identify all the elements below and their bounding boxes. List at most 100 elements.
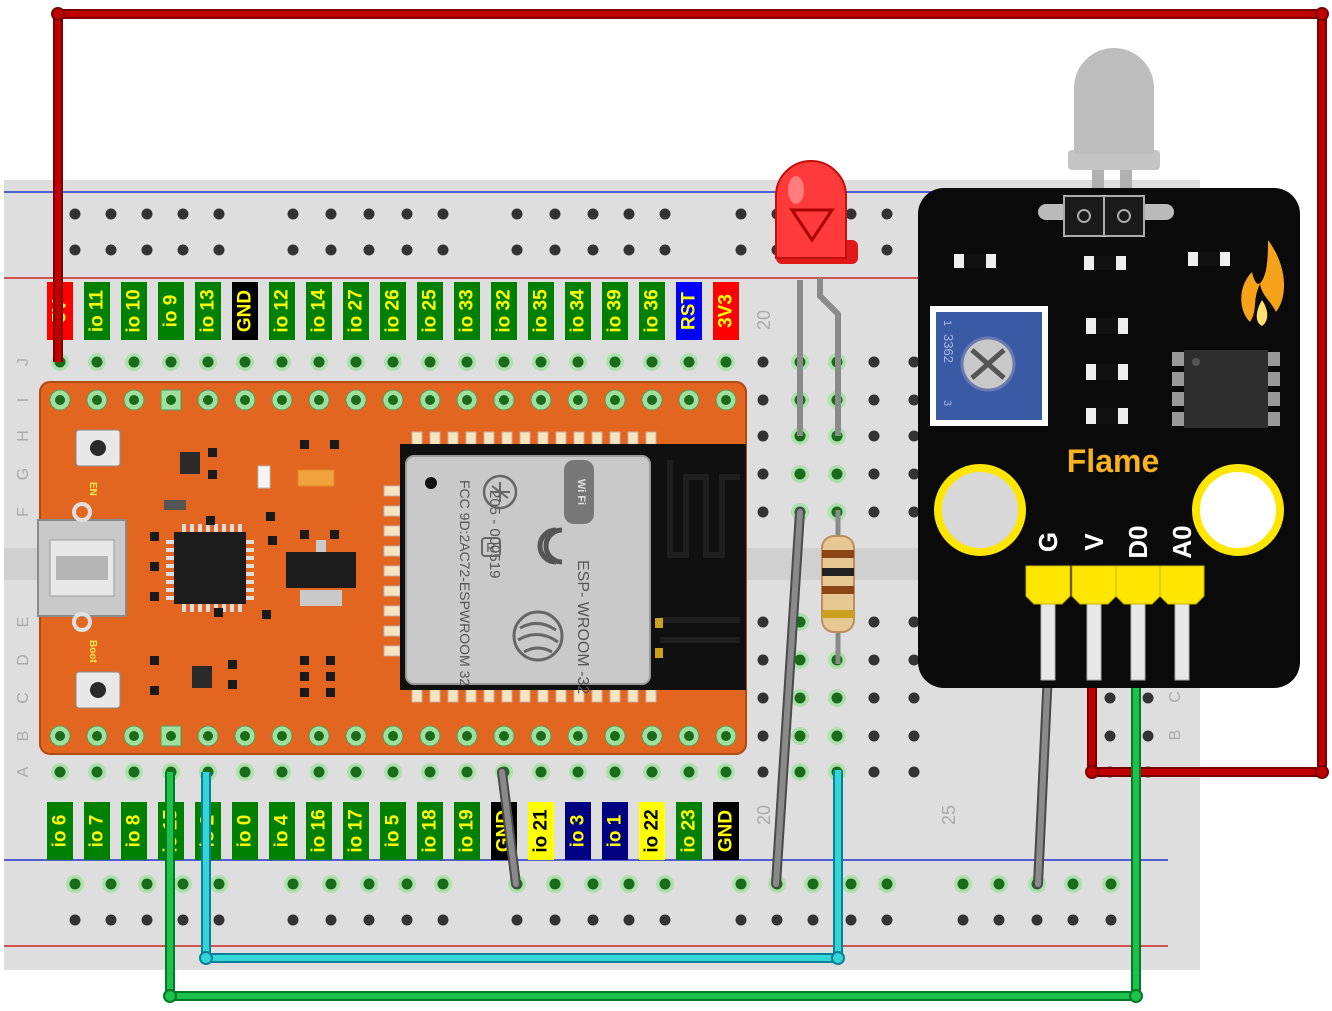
rail-hole [177,208,189,220]
grid-hole [908,394,920,406]
grid-hole [1142,730,1154,742]
rail-hole [177,244,189,256]
top-pin-label: io 12 [272,289,293,332]
chip-pin [246,556,254,560]
rail-hole [659,208,671,220]
row-letter: F [15,507,32,517]
smd-part [150,686,159,695]
top-pin-label: io 35 [531,289,552,333]
rail-hole [735,878,747,890]
grid-hole [387,766,399,778]
en-button-cap[interactable] [90,440,106,456]
transistor-bottom [192,666,212,688]
board-pad-hole [92,731,102,741]
smd-part [262,610,271,619]
row-letter: B [15,731,32,742]
module-pin [465,687,477,703]
board-pad-hole [536,731,546,741]
bottom-pin-label-bg [602,802,628,860]
flame-title: Flame [1067,443,1159,479]
module-pin [609,687,621,703]
grid-hole [461,766,473,778]
regulator-tab [300,590,342,606]
module-pin [383,585,401,597]
chip-pin [182,524,186,532]
bottom-pin-label: io 4 [272,814,293,847]
flame-pin-label: G [1033,532,1063,552]
top-pin-label-bg [380,282,406,340]
grid-hole [908,430,920,442]
rail-hole [735,208,747,220]
grid-hole [424,766,436,778]
wire-grey-led-gnd [773,509,803,887]
board-pad-hole [647,395,657,405]
module-pin [383,505,401,517]
board-pad-hole [499,731,509,741]
grid-hole [794,692,806,704]
smd-part [268,536,277,545]
bottom-pin-label-bg [380,802,406,860]
top-pin-label-bg [121,282,147,340]
esp32-pin-pads [49,389,737,747]
chip-pin [198,524,202,532]
smd-part [330,440,339,449]
rail-hole [287,244,299,256]
chip-pin [246,580,254,584]
column-number-top: 20 [754,310,774,330]
rail-hole [213,244,225,256]
rail-hole [105,208,117,220]
rail-hole [1067,878,1079,890]
module-pin [483,687,495,703]
rail-hole [69,878,81,890]
bottom-pin-label-bg [713,802,739,860]
chip-pin [222,524,226,532]
bottom-pin-label: io 22 [642,809,663,852]
top-pin-label: RST [679,292,700,330]
board-pad-hole [129,731,139,741]
smd-part [300,530,309,539]
module-pin [537,687,549,703]
flame-pin-label: A0 [1167,525,1197,558]
chip-pin [190,604,194,612]
top-pin-label: io 27 [346,289,367,332]
grid-hole [908,730,920,742]
wire-green-bend-1 [163,989,177,1003]
pot-label-3: 3 [941,400,953,406]
bottom-pin-label-bg [269,802,295,860]
resistor-band-1 [822,550,854,558]
module-pin [555,687,567,703]
bottom-pin-label-bg [306,802,332,860]
grid-hole [535,766,547,778]
top-pin-label: io 13 [198,289,219,332]
rail-hole [587,244,599,256]
capacitor-orange [297,469,335,487]
wire-red-bend-3 [1315,765,1329,779]
comparator-pin1-marker [1192,358,1200,366]
flame-icon-inner [1256,300,1268,326]
top-pin-label-bg [639,282,665,340]
grid-hole [313,766,325,778]
bottom-pin-label: io 16 [309,809,330,852]
rail-hole [807,914,819,926]
top-pin-label: GND [235,290,256,332]
flame-pin-header [1071,565,1117,605]
ir-dome [1074,48,1154,154]
module-pin [591,431,603,447]
rail-hole [1067,914,1079,926]
grid-hole [350,356,362,368]
compliance-icon-strokes [490,482,510,502]
smd-resistor-4-body [1096,318,1118,334]
boot-button-cap[interactable] [90,682,106,698]
rail-hole [881,244,893,256]
board-pad-hole [277,731,287,741]
grid-hole [757,766,769,778]
bottom-pin-label-bg [454,802,480,860]
chip-pin [182,604,186,612]
rail-hole [511,244,523,256]
row-letter: C [15,692,32,704]
rail-hole [511,914,523,926]
rail-hole [105,878,117,890]
smd-resistor-5-body [1096,364,1118,380]
module-pin [573,431,585,447]
